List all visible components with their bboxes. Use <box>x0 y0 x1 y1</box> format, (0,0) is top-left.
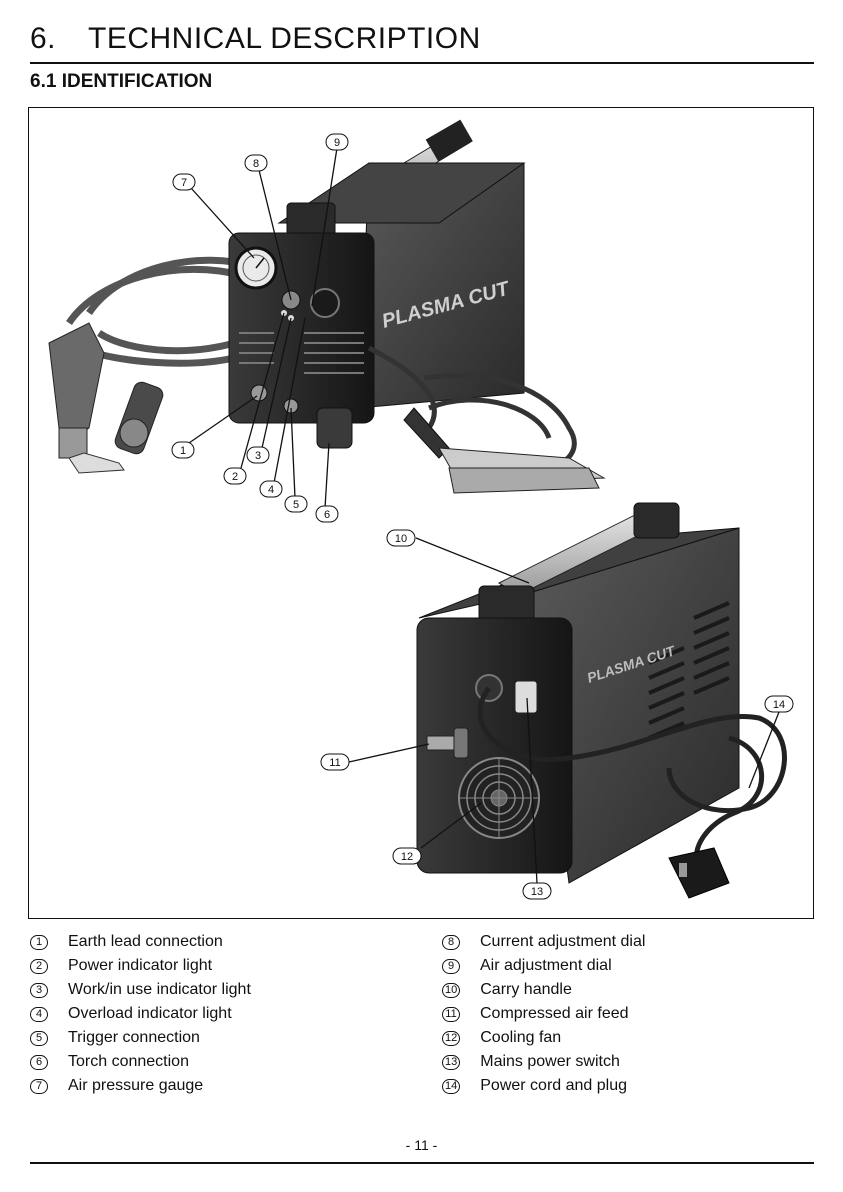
callout-10: 10 <box>386 529 416 547</box>
product-illustration: PLASMA CUT <box>48 119 794 900</box>
legend-label: Trigger connection <box>68 1029 200 1046</box>
legend-label: Earth lead connection <box>68 933 223 950</box>
section-heading: 6. TECHNICAL DESCRIPTION <box>30 22 481 56</box>
callout-9: 9 <box>325 133 349 151</box>
legend-badge: 14 <box>442 1078 461 1094</box>
legend-badge: 7 <box>30 1078 48 1094</box>
legend-item: 8 Current adjustment dial <box>442 930 645 954</box>
svg-text:13: 13 <box>531 886 543 898</box>
legend-label: Torch connection <box>68 1053 189 1070</box>
svg-text:3: 3 <box>255 450 261 462</box>
callout-14: 14 <box>764 695 794 713</box>
torch-connector <box>114 381 164 455</box>
power-switch <box>514 680 538 714</box>
legend-badge: 12 <box>442 1030 461 1046</box>
legend-label: Power cord and plug <box>480 1077 628 1094</box>
callout-2: 2 <box>223 467 247 485</box>
legend-badge: 4 <box>30 1006 48 1022</box>
callout-badges: 1 2 3 4 5 6 7 8 9 10 11 12 13 14 <box>171 133 794 900</box>
legend-badge: 13 <box>442 1054 461 1070</box>
callout-13: 13 <box>522 882 552 900</box>
svg-text:6: 6 <box>324 509 330 521</box>
callout-1: 1 <box>171 441 195 459</box>
legend-badge: 10 <box>442 982 461 998</box>
identification-figure: PLASMA CUT <box>28 107 814 919</box>
rear-unit-illustration: PLASMA CUT <box>416 502 787 899</box>
legend-label: Air pressure gauge <box>68 1077 204 1094</box>
air-feed-fitting <box>426 735 458 751</box>
svg-text:9: 9 <box>334 137 340 149</box>
legend-label: Compressed air feed <box>480 1005 629 1022</box>
legend-item: 5 Trigger connection <box>30 1026 251 1050</box>
callout-12: 12 <box>392 847 422 865</box>
legend-item: 12 Cooling fan <box>442 1026 645 1050</box>
svg-text:2: 2 <box>232 471 238 483</box>
legend-label: Carry handle <box>480 981 572 998</box>
power-cord <box>477 686 787 870</box>
callout-3: 3 <box>246 446 270 464</box>
legend-badge: 2 <box>30 958 48 974</box>
callout-leaders <box>188 147 780 884</box>
header-rule <box>30 62 814 64</box>
callout-11: 11 <box>320 753 350 771</box>
plasma-torch <box>48 322 125 474</box>
svg-text:4: 4 <box>268 484 274 496</box>
legend-label: Cooling fan <box>480 1029 562 1046</box>
callout-6: 6 <box>315 505 339 523</box>
svg-text:11: 11 <box>329 757 340 769</box>
legend-label: Work/in use indicator light <box>68 981 251 998</box>
earth-clamp <box>403 407 606 494</box>
legend-left: 1 Earth lead connection 2 Power indicator … <box>30 930 251 1098</box>
front-vents <box>239 332 364 374</box>
legend-item: 2 Power indicator light <box>30 954 251 978</box>
legend-label: Current adjustment dial <box>480 933 646 950</box>
legend-badge: 11 <box>442 1006 460 1022</box>
legend-label: Air adjustment dial <box>480 957 612 974</box>
legend-badge: 5 <box>30 1030 48 1046</box>
legend-item: 11 Compressed air feed <box>442 1002 645 1026</box>
legend-item: 1 Earth lead connection <box>30 930 251 954</box>
cooling-fan <box>458 757 540 839</box>
legend-item: 7 Air pressure gauge <box>30 1074 251 1098</box>
legend-badge: 8 <box>442 934 460 950</box>
legend-label: Mains power switch <box>480 1053 620 1070</box>
legend-badge: 6 <box>30 1054 48 1070</box>
front-unit-illustration: PLASMA CUT <box>48 119 606 494</box>
svg-text:14: 14 <box>773 699 785 711</box>
svg-text:8: 8 <box>253 158 259 170</box>
legend-right: 8 Current adjustment dial 9 Air adjustment… <box>442 930 645 1098</box>
legend-item: 6 Torch connection <box>30 1050 251 1074</box>
mains-plug <box>668 847 730 899</box>
callout-4: 4 <box>259 480 283 498</box>
legend-item: 3 Work/in use indicator light <box>30 978 251 1002</box>
svg-text:10: 10 <box>395 533 407 545</box>
legend-label: Overload indicator light <box>68 1005 232 1022</box>
legend-item: 10 Carry handle <box>442 978 645 1002</box>
callout-7: 7 <box>172 173 196 191</box>
legend-label: Power indicator light <box>68 957 213 974</box>
section-title: TECHNICAL DESCRIPTION <box>88 22 481 55</box>
legend-item: 9 Air adjustment dial <box>442 954 645 978</box>
subsection-title: 6.1 IDENTIFICATION <box>30 71 213 92</box>
callout-8: 8 <box>244 154 268 172</box>
legend-badge: 1 <box>30 934 48 950</box>
callout-5: 5 <box>284 495 308 513</box>
legend-badge: 3 <box>30 982 48 998</box>
legend-item: 13 Mains power switch <box>442 1050 645 1074</box>
legend-item: 4 Overload indicator light <box>30 1002 251 1026</box>
page-number: - 11 - <box>405 1137 438 1153</box>
svg-text:12: 12 <box>401 851 413 863</box>
svg-text:5: 5 <box>293 499 299 511</box>
footer-rule <box>30 1162 814 1164</box>
section-number: 6. <box>30 22 57 55</box>
legend-item: 14 Power cord and plug <box>442 1074 645 1098</box>
svg-text:1: 1 <box>180 445 186 457</box>
legend-badge: 9 <box>442 958 460 974</box>
svg-text:7: 7 <box>181 177 187 189</box>
